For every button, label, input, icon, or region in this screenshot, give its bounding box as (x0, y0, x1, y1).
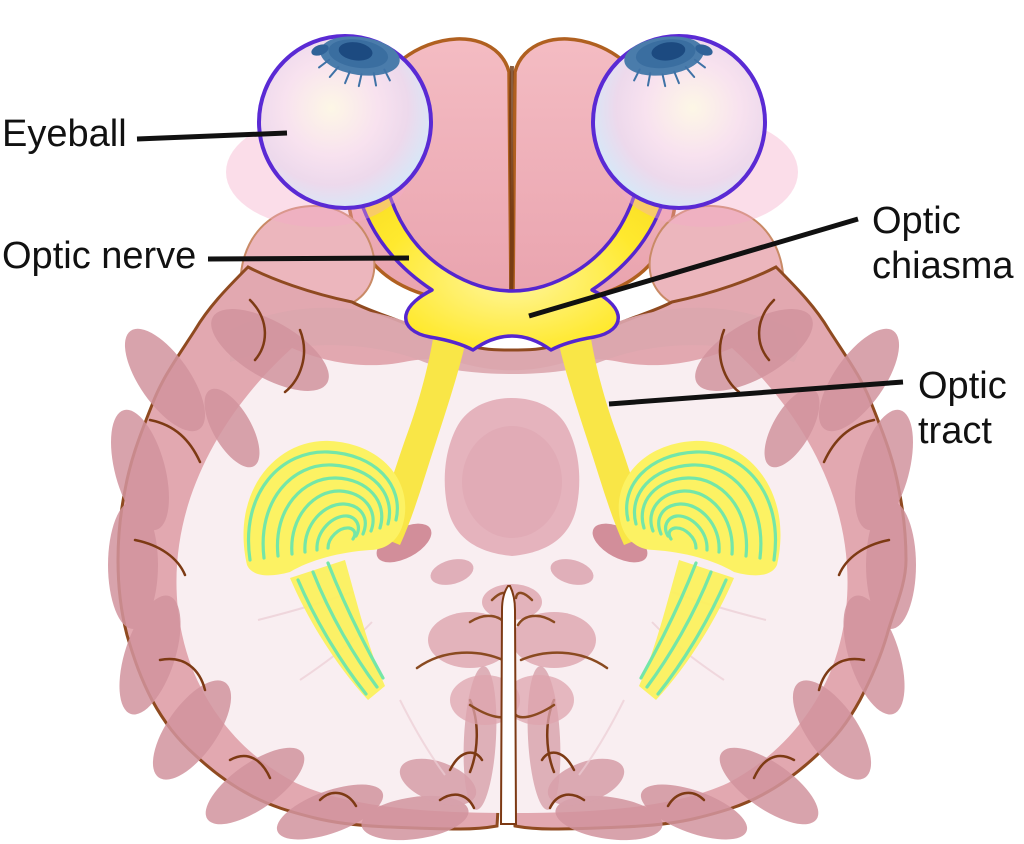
leader-lines (136, 130, 904, 407)
brainstem-fold-lines (415, 591, 609, 719)
optic-chiasma-label-line1: Optic (872, 200, 961, 242)
optic-nerve-leader-line (207, 255, 410, 262)
longitudinal-fissure-line (509, 65, 514, 299)
uncus-band (230, 307, 799, 374)
optic-tract-label-line2: tract (918, 410, 992, 452)
optic-tract-leader-line (608, 379, 904, 407)
lateral-geniculate-right (592, 523, 648, 563)
optic-chiasma-label: Optic chiasma (872, 199, 1014, 289)
median-fissure-slit (499, 585, 518, 825)
optic-tract-label-line1: Optic (918, 365, 1007, 407)
lateral-geniculate-left (376, 523, 432, 563)
eyeball-leader-line (136, 130, 288, 142)
optic-chiasma-shape (350, 166, 674, 352)
eyeball-label: Eyeball (2, 113, 127, 155)
optic-chiasma-label-line2: chiasma (872, 245, 1014, 287)
optic-nerve-label: Optic nerve (2, 235, 197, 277)
optic-chiasma-leader-line (528, 216, 859, 319)
midbrain-structures (376, 398, 648, 725)
optic-tract-label: Optic tract (918, 364, 1007, 454)
